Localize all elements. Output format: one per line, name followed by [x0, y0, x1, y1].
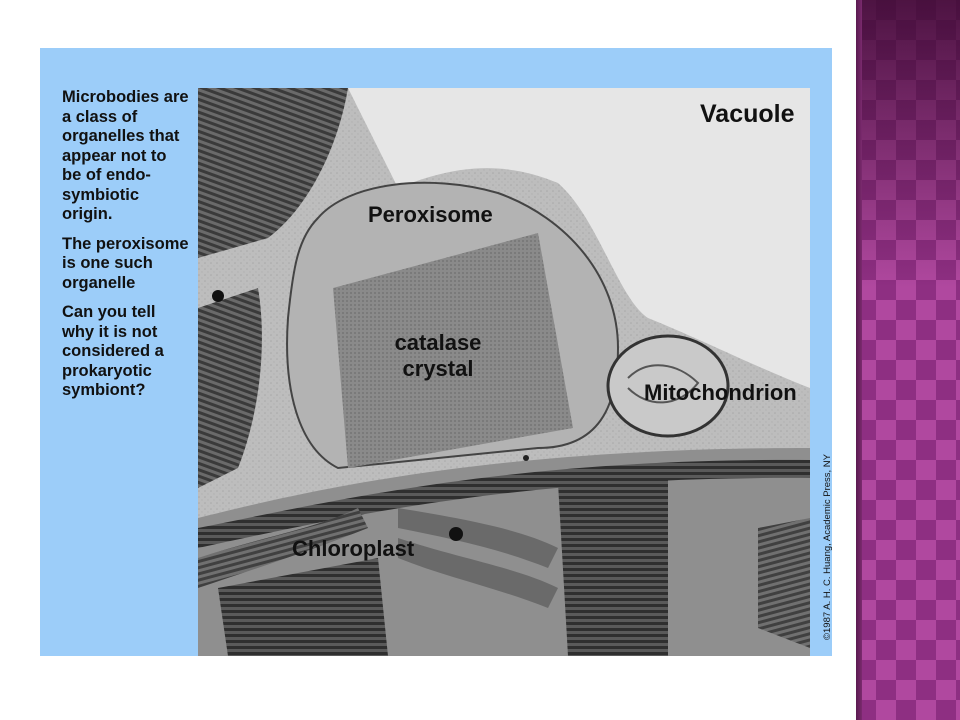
side-band-edge	[856, 0, 862, 720]
mitochondrion-label: Mitochondrion	[644, 380, 797, 405]
vacuole-label: Vacuole	[700, 100, 795, 128]
micrograph-image	[198, 88, 810, 656]
catalase-label-line1: catalase	[394, 330, 482, 355]
catalase-crystal-label: catalase crystal	[370, 330, 506, 382]
explanation-text: Microbodies are a class of organelles th…	[62, 88, 190, 411]
catalase-label-line2: crystal	[402, 356, 474, 381]
electron-micrograph	[198, 88, 810, 656]
text-block-2: The peroxisome is one such organelle	[62, 234, 189, 292]
text-block-3: Can you tell why it is not considered a …	[62, 303, 164, 399]
text-block-1: Microbodies are a class of organelles th…	[62, 88, 189, 223]
image-credit: ©1987 A. H. C. Huang, Academic Press, NY	[822, 453, 833, 640]
decorative-side-band	[856, 0, 960, 720]
peroxisome-label: Peroxisome	[368, 202, 493, 227]
chloroplast-label: Chloroplast	[292, 536, 415, 561]
